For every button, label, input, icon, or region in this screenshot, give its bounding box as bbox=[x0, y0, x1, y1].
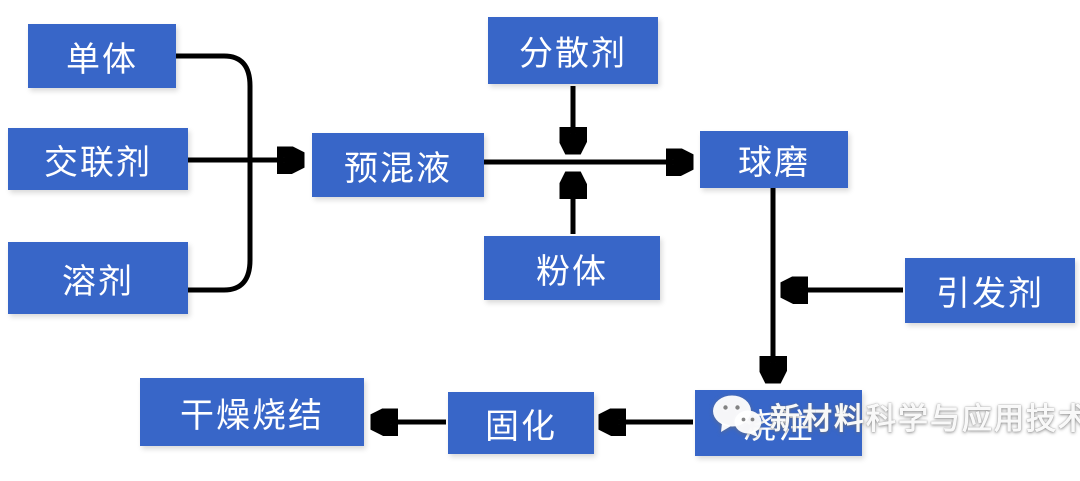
node-drying-sintering-label: 干燥烧结 bbox=[180, 396, 324, 435]
node-curing: 固化 bbox=[448, 392, 594, 454]
node-initiator-label: 引发剂 bbox=[936, 275, 1044, 313]
edge-solvent-to-bus bbox=[188, 162, 253, 293]
node-premix: 预混液 bbox=[312, 133, 484, 197]
node-solvent-label: 溶剂 bbox=[62, 262, 134, 301]
node-dispersant-label: 分散剂 bbox=[519, 35, 627, 73]
node-premix-label: 预混液 bbox=[344, 149, 452, 188]
node-powder-label: 粉体 bbox=[536, 252, 608, 291]
node-crosslinker-label: 交联剂 bbox=[44, 143, 152, 182]
node-curing-label: 固化 bbox=[485, 407, 557, 446]
node-casting: 浇注 bbox=[695, 390, 862, 456]
node-initiator: 引发剂 bbox=[905, 258, 1075, 323]
node-drying-sintering: 干燥烧结 bbox=[140, 378, 364, 446]
node-powder: 粉体 bbox=[484, 236, 660, 300]
node-crosslinker: 交联剂 bbox=[8, 128, 188, 190]
node-monomer: 单体 bbox=[28, 24, 176, 88]
node-ball-mill: 球磨 bbox=[700, 131, 848, 188]
node-solvent: 溶剂 bbox=[8, 242, 188, 314]
node-casting-label: 浇注 bbox=[742, 407, 815, 446]
node-ball-mill-label: 球磨 bbox=[738, 144, 810, 182]
node-dispersant: 分散剂 bbox=[488, 17, 658, 84]
node-monomer-label: 单体 bbox=[66, 40, 138, 79]
